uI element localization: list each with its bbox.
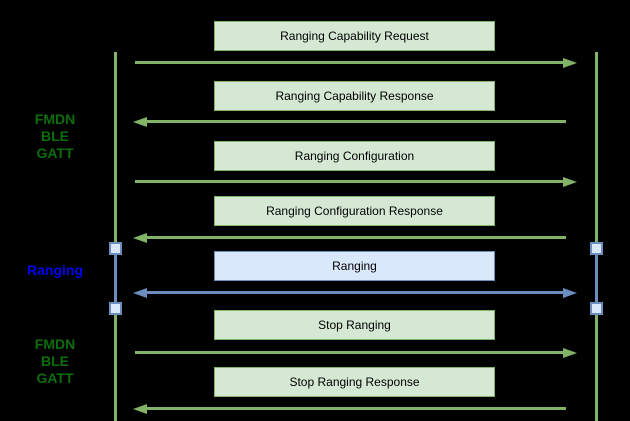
lifeline-right <box>595 52 598 421</box>
message-box-ranging-capability-request: Ranging Capability Request <box>214 21 495 51</box>
message-arrow-left <box>147 236 566 239</box>
arrowhead-left-icon <box>133 117 147 127</box>
activation-start-marker-left <box>109 242 122 255</box>
message-arrow-left <box>147 407 566 410</box>
message-arrow-left <box>147 120 566 123</box>
message-box-ranging-configuration: Ranging Configuration <box>214 141 495 171</box>
phase-label-line: FMDN <box>34 336 76 352</box>
message-box-stop-ranging-response: Stop Ranging Response <box>214 367 495 397</box>
phase-label-fmdn-ble-gatt-bottom: FMDN BLE GATT <box>10 336 100 387</box>
arrowhead-left-icon <box>133 404 147 414</box>
activation-end-marker-right <box>590 302 603 315</box>
arrowhead-right-icon <box>563 348 577 358</box>
phase-label-line: GATT <box>36 145 74 161</box>
message-arrow-right <box>135 61 564 64</box>
phase-label-ranging: Ranging <box>10 262 100 279</box>
activation-bar-right <box>595 249 598 309</box>
message-arrow-right <box>135 180 564 183</box>
message-box-stop-ranging: Stop Ranging <box>214 310 495 340</box>
lifeline-left <box>114 52 117 421</box>
arrowhead-right-icon <box>563 177 577 187</box>
message-box-ranging-configuration-response: Ranging Configuration Response <box>214 196 495 226</box>
arrowhead-right-icon <box>563 58 577 68</box>
arrowhead-left-icon <box>133 233 147 243</box>
activation-end-marker-left <box>109 302 122 315</box>
phase-label-line: FMDN <box>34 111 76 127</box>
message-arrow-right <box>135 351 564 354</box>
activation-start-marker-right <box>590 242 603 255</box>
arrowhead-left-icon <box>133 288 147 298</box>
arrowhead-right-icon <box>563 288 577 298</box>
activation-bar-left <box>114 249 117 309</box>
phase-label-fmdn-ble-gatt-top: FMDN BLE GATT <box>10 111 100 162</box>
phase-label-line: Ranging <box>27 262 83 278</box>
phase-label-line: BLE <box>41 128 69 144</box>
phase-label-line: GATT <box>36 370 74 386</box>
message-box-ranging: Ranging <box>214 251 495 281</box>
message-box-ranging-capability-response: Ranging Capability Response <box>214 81 495 111</box>
phase-label-line: BLE <box>41 353 69 369</box>
message-arrow-bidirectional <box>147 291 563 294</box>
